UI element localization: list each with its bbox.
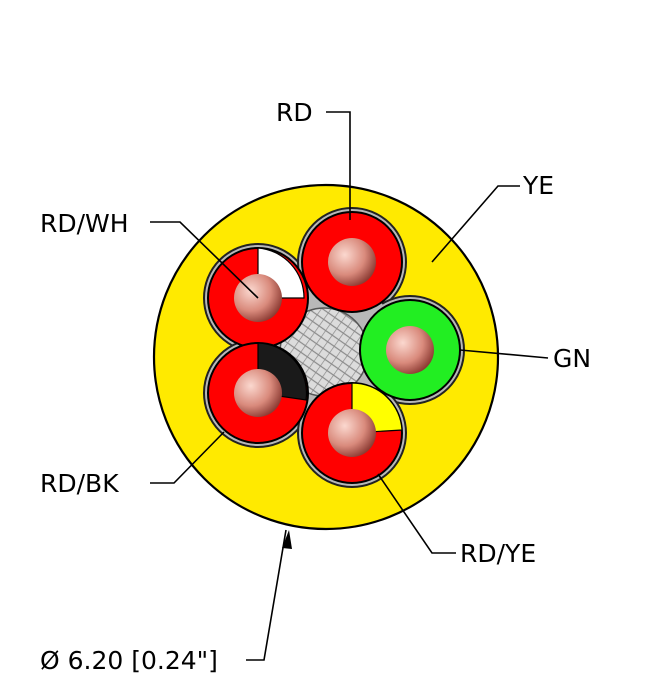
leader-ye (431, 185, 520, 263)
label-diameter: Ø 6.20 [0.24"] (40, 646, 218, 675)
core-rd-bk (207, 342, 309, 444)
leader-rd-ye (377, 473, 456, 554)
leader-gn (459, 349, 549, 359)
core-gn (359, 299, 461, 401)
label-rd: RD (276, 98, 313, 127)
leader-lines (150, 111, 549, 661)
leader-rd-bk (150, 431, 225, 484)
label-rd-ye: RD/YE (460, 539, 536, 568)
label-ye: YE (522, 171, 554, 200)
leader-rd (326, 111, 351, 220)
core-rd (301, 211, 403, 313)
leader-diameter (246, 529, 287, 661)
label-rd-bk: RD/BK (40, 469, 119, 498)
core-rd-ye (301, 382, 403, 484)
leader-rd-wh (150, 221, 259, 299)
label-rd-wh: RD/WH (40, 209, 129, 238)
leader-arrowhead (282, 530, 292, 549)
label-gn: GN (553, 344, 591, 373)
